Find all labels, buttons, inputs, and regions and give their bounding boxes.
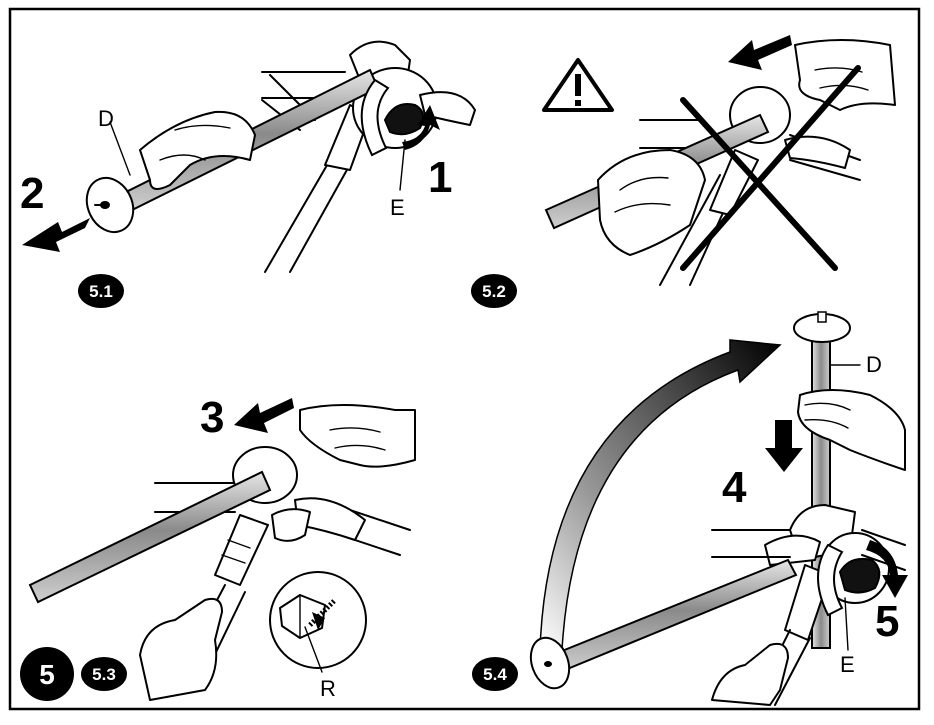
warning-triangle-icon [544, 60, 612, 110]
panel-5-1: 2 1 D E 5.1 [20, 42, 475, 308]
label-d-vertical: D [866, 352, 882, 377]
detail-inset-circle [270, 572, 366, 672]
panel-badge-5-2: 5.2 [471, 274, 517, 308]
step-number-5: 5 [875, 597, 899, 646]
svg-text:5.4: 5.4 [483, 665, 507, 684]
step-number-1: 1 [428, 153, 452, 202]
panel-badge-5-4: 5.4 [472, 657, 518, 691]
label-d: D [98, 106, 114, 131]
panel-badge-5-3: 5.3 [81, 657, 127, 691]
step-number-4: 4 [722, 463, 747, 512]
label-r: R [320, 676, 336, 701]
svg-text:5.1: 5.1 [89, 282, 113, 301]
label-e-vertical: E [840, 652, 855, 677]
svg-text:5.2: 5.2 [482, 282, 506, 301]
panel-5-3: 3 R 5 5.3 [20, 393, 415, 701]
label-e: E [390, 195, 405, 220]
svg-text:5: 5 [39, 659, 55, 690]
figure-badge-5: 5 [20, 647, 74, 701]
panel-5-4: 4 5 D E 5.4 [472, 312, 908, 705]
panel-badge-5-1: 5.1 [78, 274, 124, 308]
svg-text:5.3: 5.3 [92, 665, 116, 684]
step-number-3: 3 [200, 393, 224, 442]
panel-5-2: 5.2 [471, 35, 895, 308]
step-number-2: 2 [20, 169, 44, 218]
